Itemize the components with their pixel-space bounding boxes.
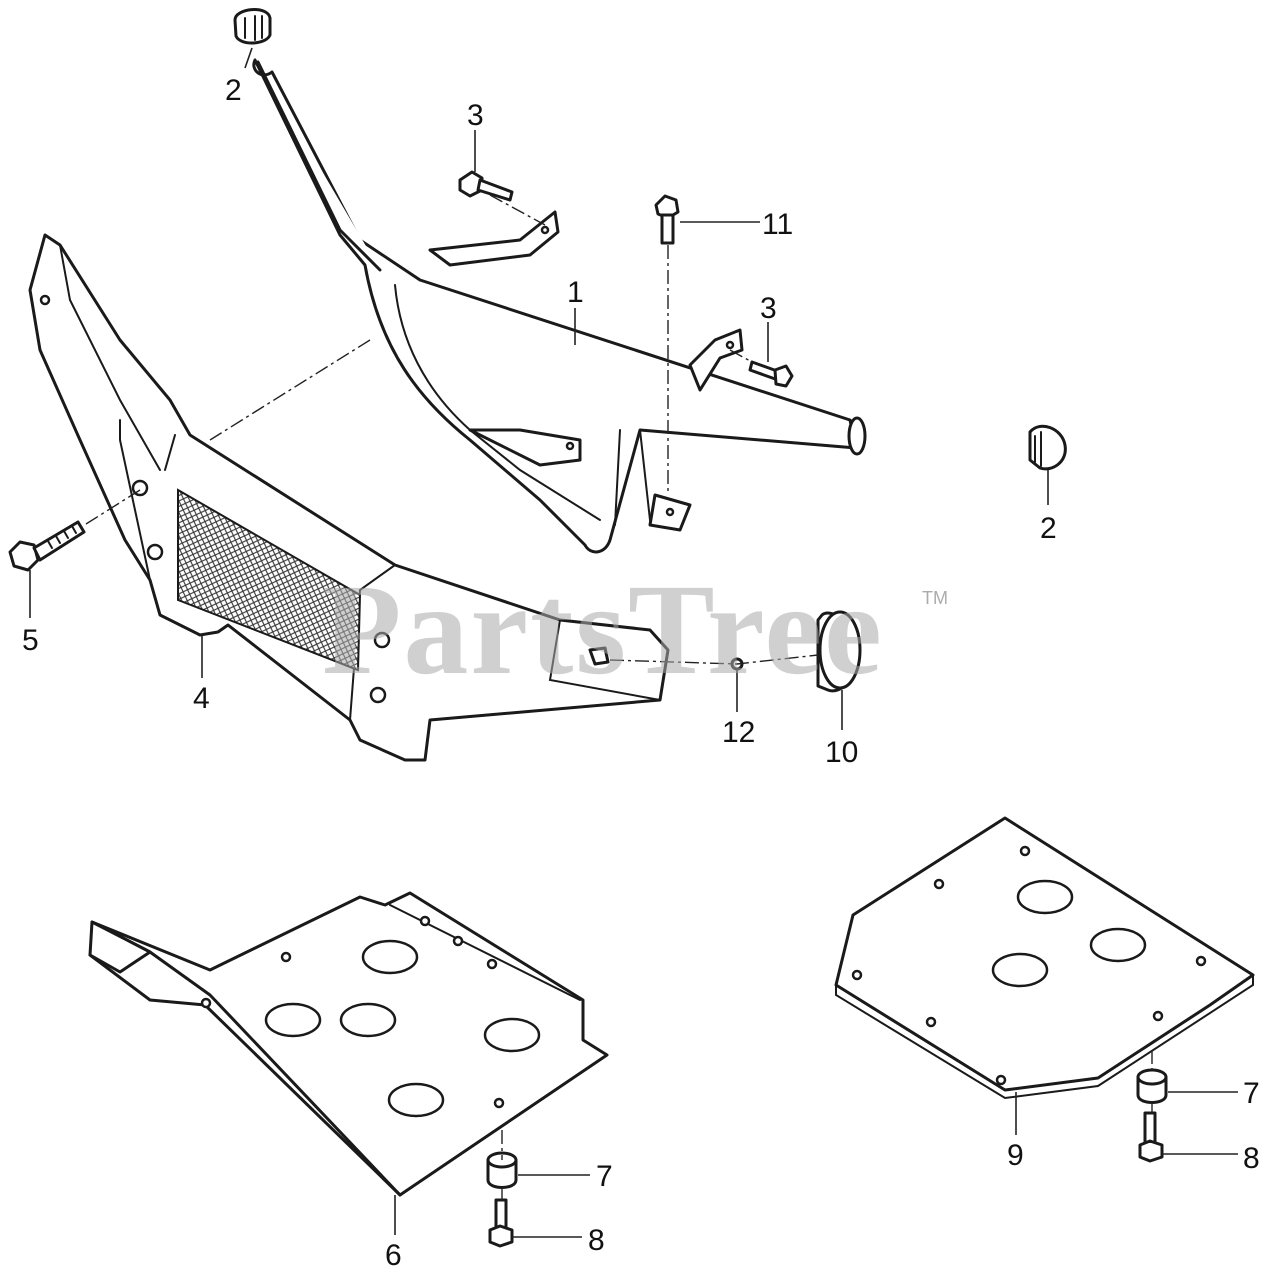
plate-bolt-right [1138, 1111, 1164, 1163]
callout-11: 11 [762, 208, 793, 241]
callout-3-lower: 3 [760, 292, 777, 325]
assembly-lines [85, 194, 1153, 1200]
tube-end-cap-top [233, 8, 272, 45]
callout-1: 1 [567, 276, 584, 309]
spacer-right [1136, 1068, 1168, 1104]
callout-9: 9 [1007, 1139, 1024, 1172]
brush-guard-frame [252, 58, 867, 554]
leader-lines [29, 47, 1238, 1238]
callout-8-left: 8 [588, 1224, 605, 1257]
callout-7-left: 7 [596, 1160, 613, 1193]
callout-2-top: 2 [225, 74, 242, 107]
bumper-bolt [8, 520, 86, 572]
callout-3-upper: 3 [467, 99, 484, 132]
round-bumper-cap [816, 610, 862, 693]
plate-bolt-left [488, 1198, 514, 1248]
skid-plate-right [834, 816, 1255, 1100]
skid-plate-left [88, 891, 609, 1197]
callout-7-right: 7 [1243, 1077, 1260, 1110]
frame-bolt-upper [458, 170, 514, 202]
callout-10: 10 [825, 736, 858, 769]
callout-2-right: 2 [1040, 512, 1057, 545]
callout-6: 6 [385, 1239, 402, 1272]
frame-bolt-lower [748, 360, 794, 388]
callout-8-right: 8 [1243, 1142, 1260, 1175]
callout-labels: 1 2 2 3 3 4 5 6 7 7 8 8 9 10 11 12 [22, 74, 1260, 1272]
callout-4: 4 [193, 682, 210, 715]
spacer-left [486, 1151, 518, 1189]
mounting-bolt-vertical [654, 194, 680, 245]
front-bumper [28, 233, 670, 762]
trademark-mark: TM [922, 588, 948, 608]
callout-12: 12 [722, 716, 755, 749]
callout-5: 5 [22, 624, 39, 657]
tube-end-cap-right [1028, 424, 1067, 471]
